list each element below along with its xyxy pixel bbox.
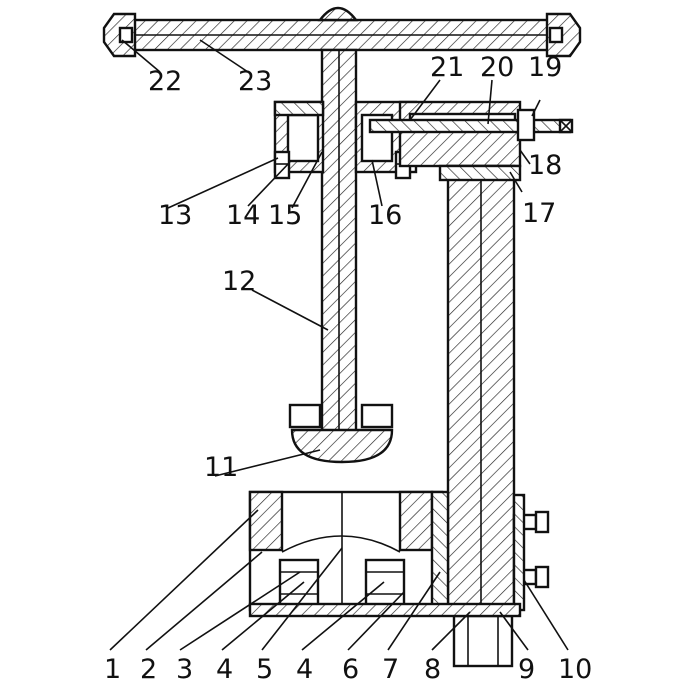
tie-rod-nut [516,108,574,142]
part-label-6: 6 [342,654,359,685]
part-label-15: 15 [268,200,302,231]
fixture-base-plate [248,602,522,618]
pressure-head [288,403,394,464]
handle-left-grip [102,12,137,58]
part-label-21: 21 [430,52,464,83]
part-label-13: 13 [158,200,192,231]
handle-right-grip [545,12,582,58]
bracket-bolt-left [273,150,291,180]
part-label-22: 22 [148,66,182,97]
base-nut [452,614,514,668]
part-label-14: 14 [226,200,260,231]
part-label-16: 16 [368,200,402,231]
part-label-10: 10 [558,654,592,685]
part-label-8: 8 [424,654,441,685]
part-label-20: 20 [480,52,514,83]
column-side-plate [512,493,526,612]
part-label-12: 12 [222,266,256,297]
part-label-4a: 4 [216,654,233,685]
part-labels: 22 23 21 20 19 18 17 13 14 15 16 12 11 1… [104,52,592,685]
part-label-23: 23 [238,66,272,97]
column-top-cap [438,164,522,182]
part-label-4b: 4 [296,654,313,685]
handle-center-cap [317,6,359,22]
part-label-18: 18 [528,150,562,181]
leader-lines [109,39,569,651]
part-label-17: 17 [522,198,556,229]
part-label-7: 7 [382,654,399,685]
part-label-11: 11 [204,452,238,483]
tie-rod [368,118,572,134]
part-label-5: 5 [256,654,273,685]
fixture-bolt-left [278,558,320,608]
part-label-1: 1 [104,654,121,685]
fixture-bolt-right [364,558,406,608]
part-label-3: 3 [176,654,193,685]
part-label-2: 2 [140,654,157,685]
handle-bar [128,18,552,52]
support-arm-plate [398,100,522,168]
part-label-19: 19 [528,52,562,83]
part-label-9: 9 [518,654,535,685]
